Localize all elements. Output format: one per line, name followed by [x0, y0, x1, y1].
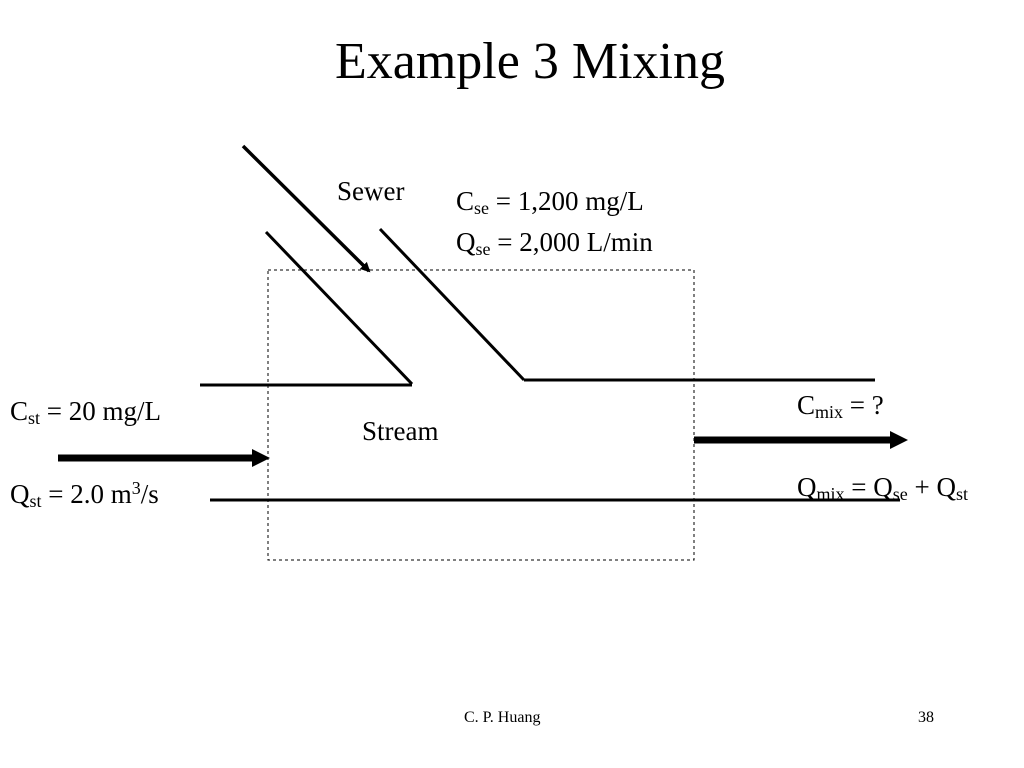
slide-title: Example 3 Mixing [335, 33, 725, 90]
stream-flow-rate: Qst = 2.0 m3/s [10, 478, 159, 511]
sewer-inner-wall [264, 230, 414, 386]
stream-concentration: Cst = 20 mg/L [10, 396, 162, 428]
sewer-outer-wall [378, 227, 526, 382]
mix-flow-equation: Qmix = Qse + Qst [797, 472, 968, 504]
stream-inflow-arrowhead [252, 449, 270, 467]
footer-author: C. P. Huang [464, 709, 541, 726]
mix-outflow-arrowhead [890, 431, 908, 449]
sewer-flow-arrow [241, 144, 371, 273]
sewer-flow-rate: Qse = 2,000 L/min [456, 227, 653, 259]
mix-concentration: Cmix = ? [797, 390, 884, 422]
sewer-label: Sewer [337, 176, 405, 206]
sewer-concentration: Cse = 1,200 mg/L [456, 186, 644, 218]
stream-label: Stream [362, 416, 439, 446]
footer-page-number: 38 [918, 709, 934, 726]
control-volume-box [267, 269, 695, 561]
